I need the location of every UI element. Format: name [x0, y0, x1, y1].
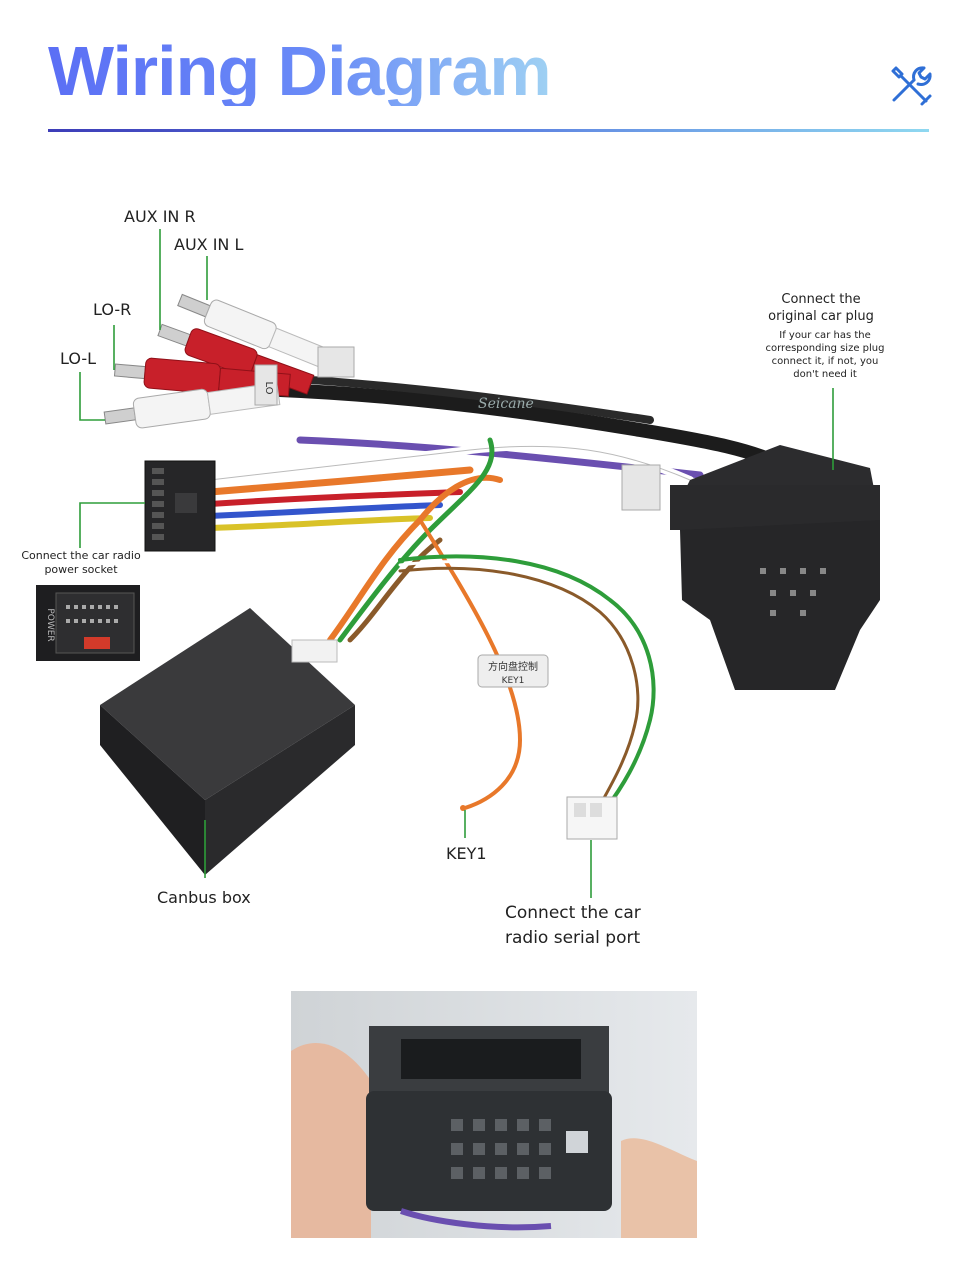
- label-serial-port: Connect the car radio serial port: [505, 903, 641, 948]
- label-key1: KEY1: [446, 844, 487, 863]
- power-socket-photo: POWER: [36, 585, 140, 661]
- label-lo-l: LO-L: [60, 349, 97, 368]
- brand-mark: Seicane: [478, 396, 534, 412]
- label-lo-r: LO-R: [93, 300, 132, 319]
- label-original-plug-title: Connect the original car plug: [768, 292, 874, 324]
- socket-power-label: POWER: [45, 608, 55, 641]
- label-power-socket: Connect the car radio power socket: [21, 549, 141, 576]
- page-title: Wiring Diagram: [48, 32, 552, 110]
- tag-steering-label: 方向盘控制: [488, 660, 538, 673]
- tag-lo: LO: [263, 381, 274, 394]
- connector-photo: [291, 991, 697, 1238]
- tools-icon: [891, 66, 932, 106]
- header-divider: [48, 129, 929, 132]
- label-aux-in-r: AUX IN R: [124, 207, 196, 226]
- label-canbus-box: Canbus box: [157, 888, 251, 907]
- tag-key1-label: KEY1: [502, 676, 525, 686]
- label-original-plug-note: If your car has the corresponding size p…: [765, 330, 885, 380]
- wiring-harness-illustration: LO Seicane: [79, 229, 880, 898]
- label-aux-in-l: AUX IN L: [174, 235, 244, 254]
